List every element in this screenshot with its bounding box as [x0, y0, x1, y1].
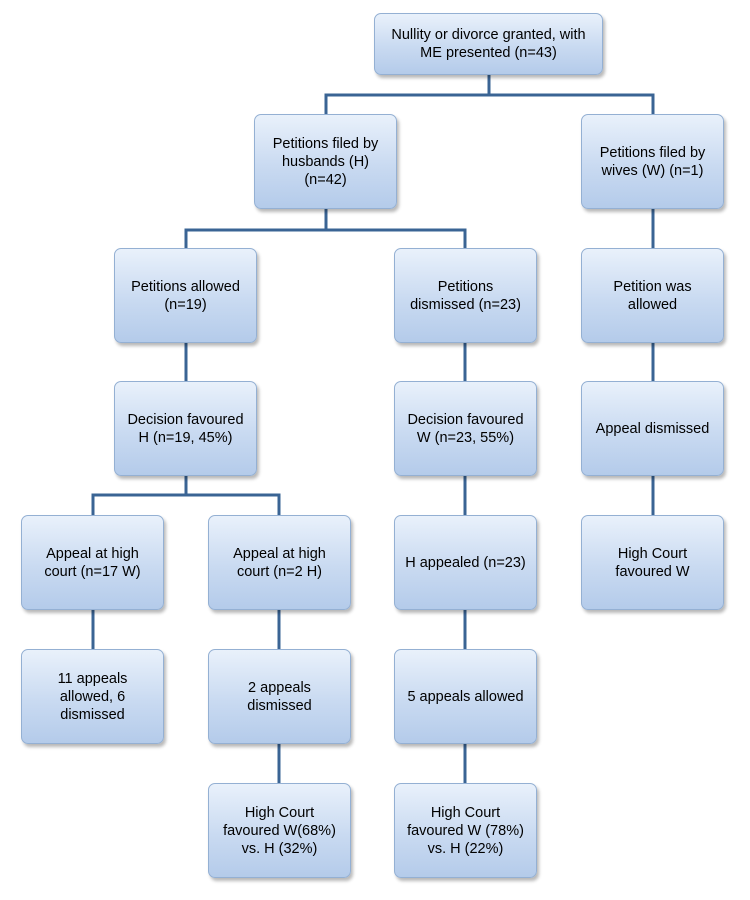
node-appeals-11: 11 appeals allowed, 6 dismissed — [21, 649, 164, 744]
node-h-dismissed-label: Petitions dismissed (n=23) — [410, 278, 521, 313]
node-w-allowed-label: Petition was allowed — [613, 278, 692, 313]
node-root: Nullity or divorce granted, with ME pres… — [374, 13, 603, 75]
node-h-dismissed: Petitions dismissed (n=23) — [394, 248, 537, 343]
node-appeals-2-label: 2 appeals dismissed — [247, 679, 312, 714]
node-fav-w-label: Decision favoured W (n=23, 55%) — [407, 411, 524, 446]
node-fav-h-label: Decision favoured H (n=19, 45%) — [127, 411, 244, 446]
node-hc-78: High Court favoured W (78%) vs. H (22%) — [394, 783, 537, 878]
node-husbands-label: Petitions filed by husbands (H) (n=42) — [272, 135, 379, 188]
node-appeals-11-label: 11 appeals allowed, 6 dismissed — [57, 670, 128, 723]
node-fav-w: Decision favoured W (n=23, 55%) — [394, 381, 537, 476]
node-h-allowed: Petitions allowed (n=19) — [114, 248, 257, 343]
node-w-appeal-dismissed: Appeal dismissed — [581, 381, 724, 476]
node-appeal-h-label: Appeal at high court (n=2 H) — [233, 545, 326, 580]
node-appeals-5: 5 appeals allowed — [394, 649, 537, 744]
node-appeal-w: Appeal at high court (n=17 W) — [21, 515, 164, 610]
node-hc-fav-w-label: High Court favoured W — [615, 545, 690, 580]
node-root-label: Nullity or divorce granted, with ME pres… — [391, 27, 586, 61]
node-wives: Petitions filed by wives (W) (n=1) — [581, 114, 724, 209]
node-h-appealed: H appealed (n=23) — [394, 515, 537, 610]
node-w-appeal-dismissed-label: Appeal dismissed — [595, 420, 710, 437]
node-appeals-2: 2 appeals dismissed — [208, 649, 351, 744]
node-h-appealed-label: H appealed (n=23) — [405, 554, 526, 571]
node-appeal-h: Appeal at high court (n=2 H) — [208, 515, 351, 610]
node-hc-68: High Court favoured W(68%) vs. H (32%) — [208, 783, 351, 878]
node-husbands: Petitions filed by husbands (H) (n=42) — [254, 114, 397, 209]
node-wives-label: Petitions filed by wives (W) (n=1) — [599, 144, 706, 179]
node-h-allowed-label: Petitions allowed (n=19) — [131, 278, 240, 313]
node-hc-fav-w: High Court favoured W — [581, 515, 724, 610]
node-fav-h: Decision favoured H (n=19, 45%) — [114, 381, 257, 476]
node-hc-78-label: High Court favoured W (78%) vs. H (22%) — [407, 804, 524, 857]
node-appeals-5-label: 5 appeals allowed — [407, 688, 524, 705]
node-appeal-w-label: Appeal at high court (n=17 W) — [44, 545, 141, 580]
node-hc-68-label: High Court favoured W(68%) vs. H (32%) — [223, 804, 336, 857]
node-w-allowed: Petition was allowed — [581, 248, 724, 343]
